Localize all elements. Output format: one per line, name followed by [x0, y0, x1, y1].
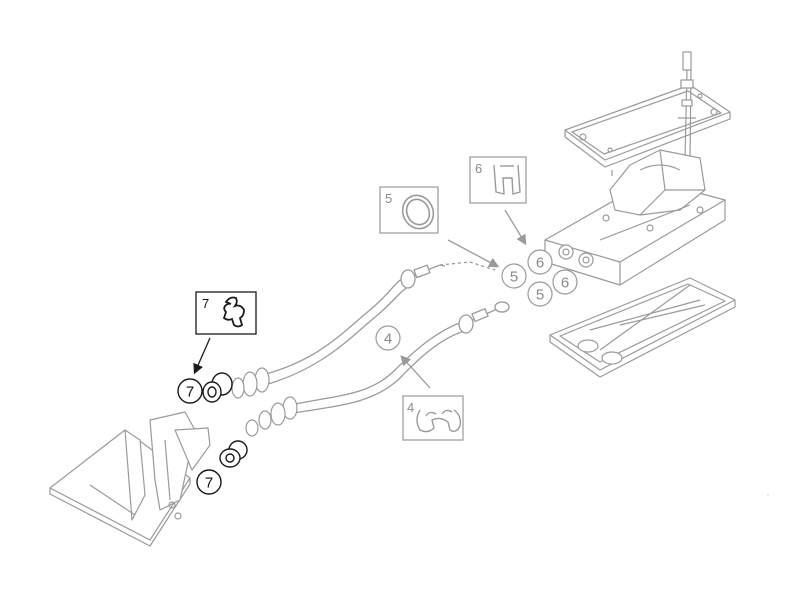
- leader-6: [504, 209, 527, 246]
- svg-text:6: 6: [475, 161, 482, 176]
- callout-7a: 7: [177, 378, 203, 404]
- svg-text:4: 4: [384, 331, 392, 348]
- retaining-clip-icon: [493, 164, 521, 195]
- callout-6b: 6: [552, 269, 578, 295]
- callout-4: 4: [375, 325, 401, 351]
- svg-text:4: 4: [407, 400, 414, 415]
- leader-lines: [193, 209, 527, 389]
- shifter-assembly: [544, 51, 736, 378]
- shift-cables: [261, 261, 510, 414]
- shift-lever-rod: [678, 51, 696, 161]
- leader-5: [447, 239, 500, 268]
- svg-text:6: 6: [536, 255, 544, 272]
- transmission-bracket: [49, 411, 211, 547]
- bushing-upper: [202, 372, 233, 403]
- upper-cable-end: [400, 264, 431, 289]
- callout-5a: 5: [501, 263, 527, 289]
- svg-text:7: 7: [186, 384, 194, 401]
- label-box-4: 4: [402, 395, 464, 441]
- leader-7: [193, 337, 211, 375]
- bushings: [202, 372, 248, 468]
- label-box-7: 7: [195, 291, 257, 335]
- label-box-6: 6: [469, 156, 527, 204]
- label-box-5: 5: [379, 186, 439, 234]
- grommet-icon: [222, 296, 245, 328]
- svg-text:7: 7: [205, 475, 213, 492]
- lower-cable-end: [458, 301, 510, 334]
- svg-text:5: 5: [385, 191, 392, 206]
- cable-clip-icon: [416, 409, 462, 433]
- svg-text:5: 5: [510, 269, 518, 286]
- stray-mark: [767, 494, 769, 496]
- svg-text:7: 7: [202, 296, 209, 311]
- shifter-housing: [544, 149, 726, 286]
- svg-text:5: 5: [536, 287, 544, 304]
- svg-text:6: 6: [561, 275, 569, 292]
- callout-5b: 5: [527, 281, 553, 307]
- cable-adjusters: [231, 367, 298, 437]
- callout-7b: 7: [196, 469, 222, 495]
- leader-4: [400, 355, 431, 389]
- bushing-lower: [219, 440, 248, 468]
- shifter-base-plate: [549, 277, 736, 378]
- lower-cable: [289, 321, 463, 406]
- upper-cable: [261, 275, 409, 376]
- callout-6a: 6: [527, 249, 553, 275]
- seal-ring-icon: [401, 194, 435, 230]
